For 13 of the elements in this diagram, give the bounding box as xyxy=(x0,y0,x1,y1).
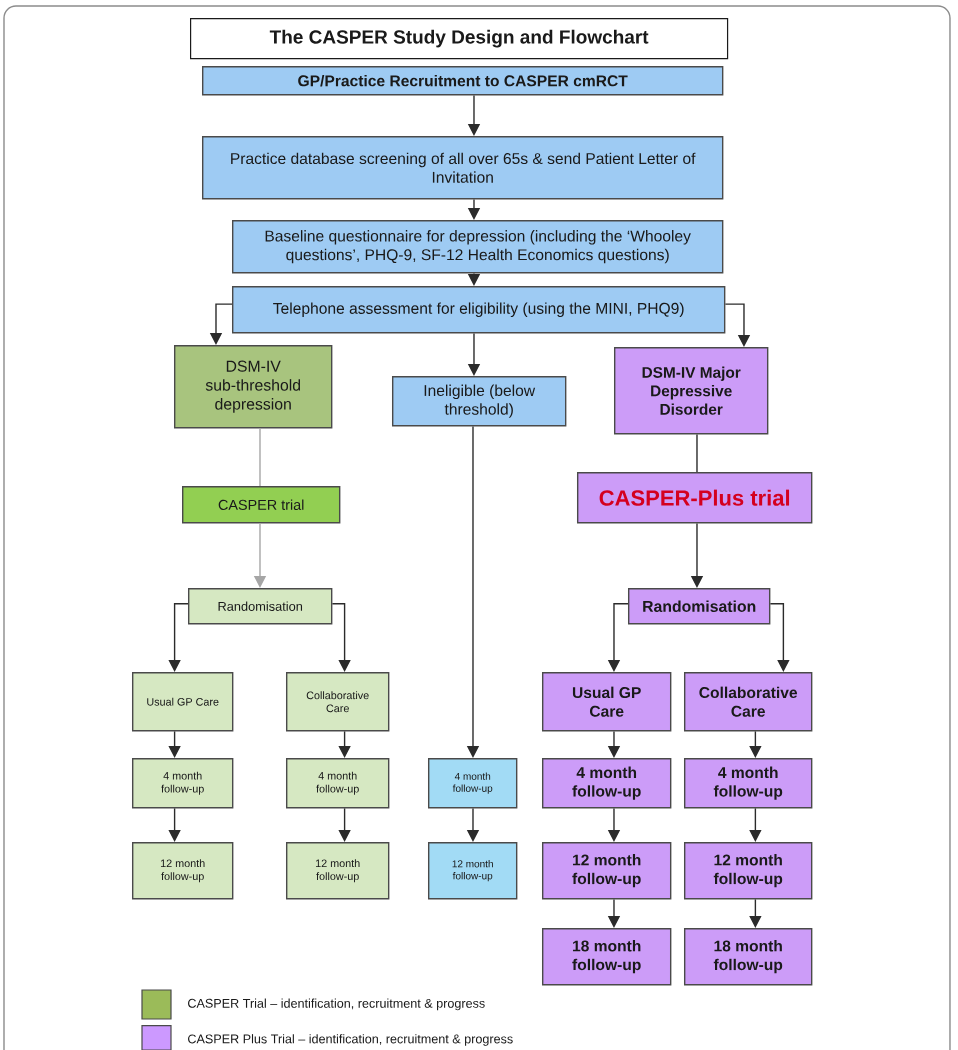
arrow xyxy=(769,603,790,672)
arrow xyxy=(724,303,751,347)
arrow xyxy=(168,603,189,672)
title: The CASPER Study Design and Flowchart xyxy=(190,18,729,60)
process-box: CASPER-Plus trial xyxy=(577,472,813,524)
arrow xyxy=(749,807,762,842)
arrow xyxy=(168,730,181,758)
arrow xyxy=(749,898,762,928)
arrow xyxy=(331,603,351,672)
arrow xyxy=(749,730,762,758)
arrow xyxy=(168,807,181,842)
arrow xyxy=(338,807,351,842)
arrow xyxy=(338,730,351,758)
